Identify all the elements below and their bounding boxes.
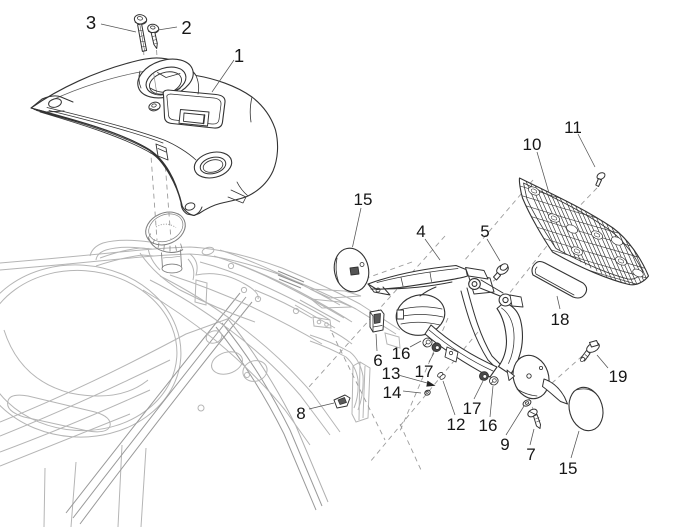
svg-text:5: 5: [480, 222, 489, 241]
svg-text:6: 6: [373, 351, 382, 370]
svg-text:13: 13: [382, 364, 401, 383]
svg-text:11: 11: [564, 118, 582, 137]
svg-text:15: 15: [354, 190, 373, 209]
svg-text:12: 12: [447, 415, 466, 434]
svg-text:19: 19: [609, 367, 628, 386]
svg-text:2: 2: [181, 17, 191, 38]
svg-text:10: 10: [523, 135, 542, 154]
svg-text:14: 14: [383, 383, 402, 402]
svg-text:15: 15: [559, 459, 578, 478]
svg-text:7: 7: [526, 445, 535, 464]
svg-text:17: 17: [415, 362, 434, 381]
svg-text:17: 17: [463, 399, 482, 418]
svg-text:18: 18: [551, 310, 570, 329]
svg-text:16: 16: [479, 416, 498, 435]
svg-text:3: 3: [86, 12, 96, 33]
svg-text:16: 16: [392, 344, 411, 363]
svg-text:4: 4: [416, 222, 425, 241]
svg-text:8: 8: [296, 404, 305, 423]
svg-text:1: 1: [234, 45, 244, 66]
svg-text:9: 9: [500, 435, 509, 454]
